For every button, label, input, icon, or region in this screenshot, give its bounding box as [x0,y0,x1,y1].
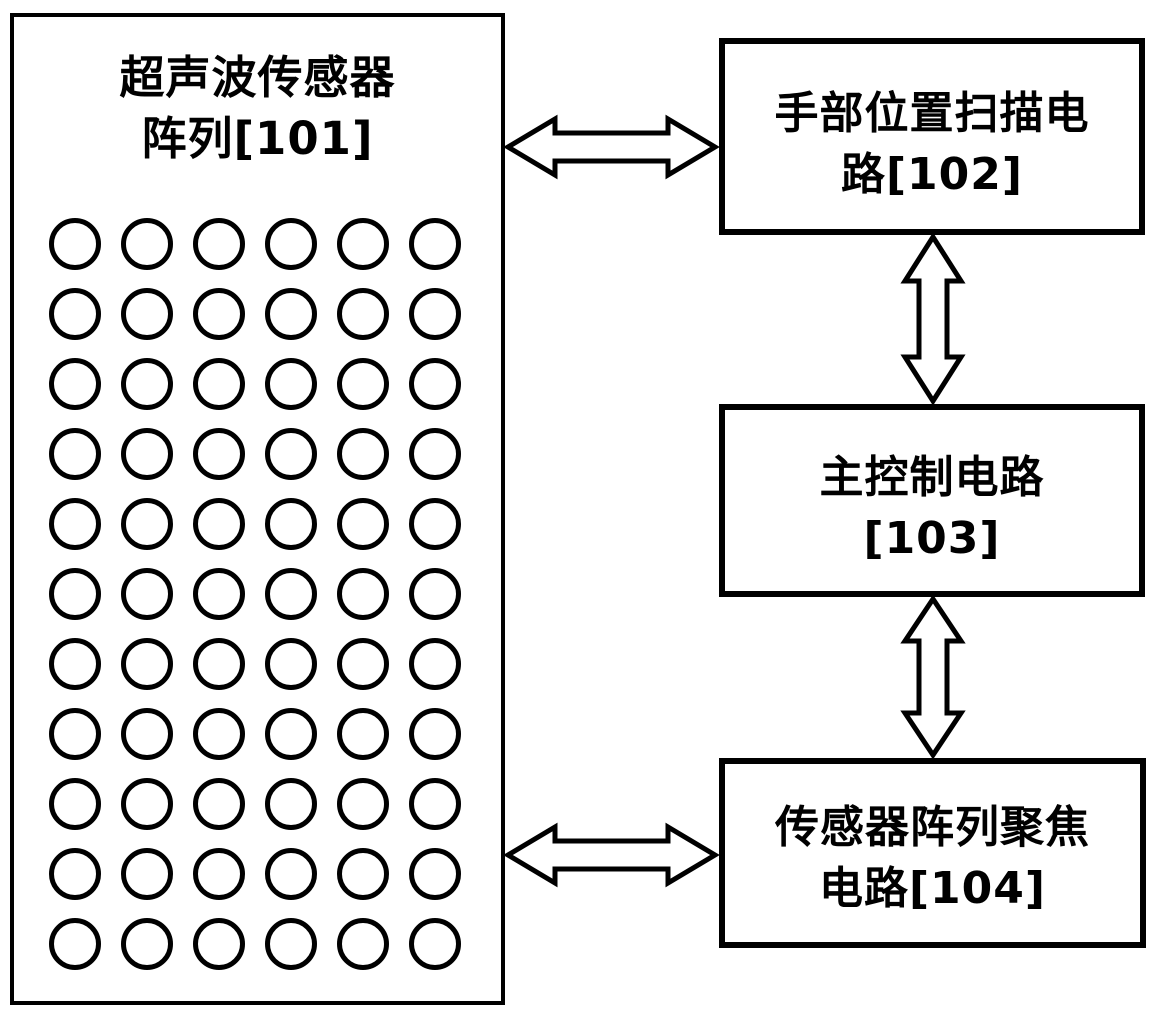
sensor-circle [49,498,101,550]
double-arrow-vertical-control-to-focus-icon [900,595,966,759]
sensor-array-focus-circuit-box: 传感器阵列聚焦 电路[104] [719,758,1146,948]
sensor-circle [193,638,245,690]
sensor-circle [121,638,173,690]
sensor-circle [337,778,389,830]
sensor-circle-grid [49,218,461,970]
sensor-array-title-line2: 阵列[101] [141,112,374,165]
sensor-circle [193,288,245,340]
sensor-circle [337,288,389,340]
sensor-circle [409,778,461,830]
sensor-circle [193,918,245,970]
sensor-circle [409,358,461,410]
sensor-circle [49,288,101,340]
sensor-circle [337,498,389,550]
sensor-circle [193,358,245,410]
sensor-circle [121,778,173,830]
sensor-circle [121,848,173,900]
sensor-circle [193,778,245,830]
sensor-circle [193,708,245,760]
sensor-circle [409,218,461,270]
sensor-circle [265,848,317,900]
sensor-circle [193,218,245,270]
sensor-circle [337,918,389,970]
sensor-circle [121,708,173,760]
sensor-circle [409,638,461,690]
sensor-circle [49,218,101,270]
sensor-circle [409,498,461,550]
sensor-array-focus-circuit-label-line1: 传感器阵列聚焦 [775,802,1090,853]
sensor-circle [121,498,173,550]
sensor-circle [49,428,101,480]
sensor-circle [193,498,245,550]
sensor-circle [409,708,461,760]
sensor-circle [121,568,173,620]
sensor-circle [121,428,173,480]
sensor-circle [337,428,389,480]
sensor-array-title: 超声波传感器 阵列[101] [14,47,501,169]
sensor-circle [265,918,317,970]
sensor-circle [409,918,461,970]
sensor-array-focus-circuit-label-line2: 电路[104] [818,863,1047,914]
sensor-circle [337,568,389,620]
sensor-circle [193,568,245,620]
sensor-circle [49,708,101,760]
sensor-circle [121,918,173,970]
sensor-circle [121,218,173,270]
sensor-circle [193,428,245,480]
sensor-circle [265,428,317,480]
sensor-circle [193,848,245,900]
ultrasonic-sensor-array-box: 超声波传感器 阵列[101] [10,13,505,1005]
hand-position-scan-circuit-label-line1: 手部位置扫描电 [774,87,1090,139]
sensor-circle [265,218,317,270]
sensor-circle [121,358,173,410]
sensor-circle [337,708,389,760]
sensor-circle [409,428,461,480]
sensor-circle [265,498,317,550]
double-arrow-vertical-scan-to-control-icon [900,233,966,405]
sensor-circle [409,848,461,900]
sensor-circle [49,358,101,410]
sensor-circle [49,848,101,900]
sensor-array-title-line1: 超声波传感器 [119,51,396,104]
sensor-circle [121,288,173,340]
sensor-circle [265,638,317,690]
main-control-circuit-box: 主控制电路 [103] [719,404,1145,597]
hand-position-scan-circuit-box: 手部位置扫描电 路[102] [719,38,1145,235]
sensor-circle [409,288,461,340]
sensor-circle [337,358,389,410]
sensor-circle [337,638,389,690]
main-control-circuit-label-line2: [103] [863,512,1001,564]
sensor-circle [337,848,389,900]
sensor-circle [49,918,101,970]
sensor-circle [49,778,101,830]
sensor-circle [265,288,317,340]
double-arrow-horizontal-array-to-scan-icon [504,114,719,180]
sensor-circle [265,778,317,830]
sensor-circle [265,708,317,760]
sensor-circle [265,358,317,410]
sensor-circle [409,568,461,620]
sensor-circle [49,638,101,690]
sensor-circle [265,568,317,620]
double-arrow-horizontal-array-to-focus-icon [504,822,719,888]
hand-position-scan-circuit-label-line2: 路[102] [840,148,1024,200]
sensor-circle [337,218,389,270]
sensor-circle [49,568,101,620]
main-control-circuit-label-line1: 主控制电路 [819,451,1045,503]
